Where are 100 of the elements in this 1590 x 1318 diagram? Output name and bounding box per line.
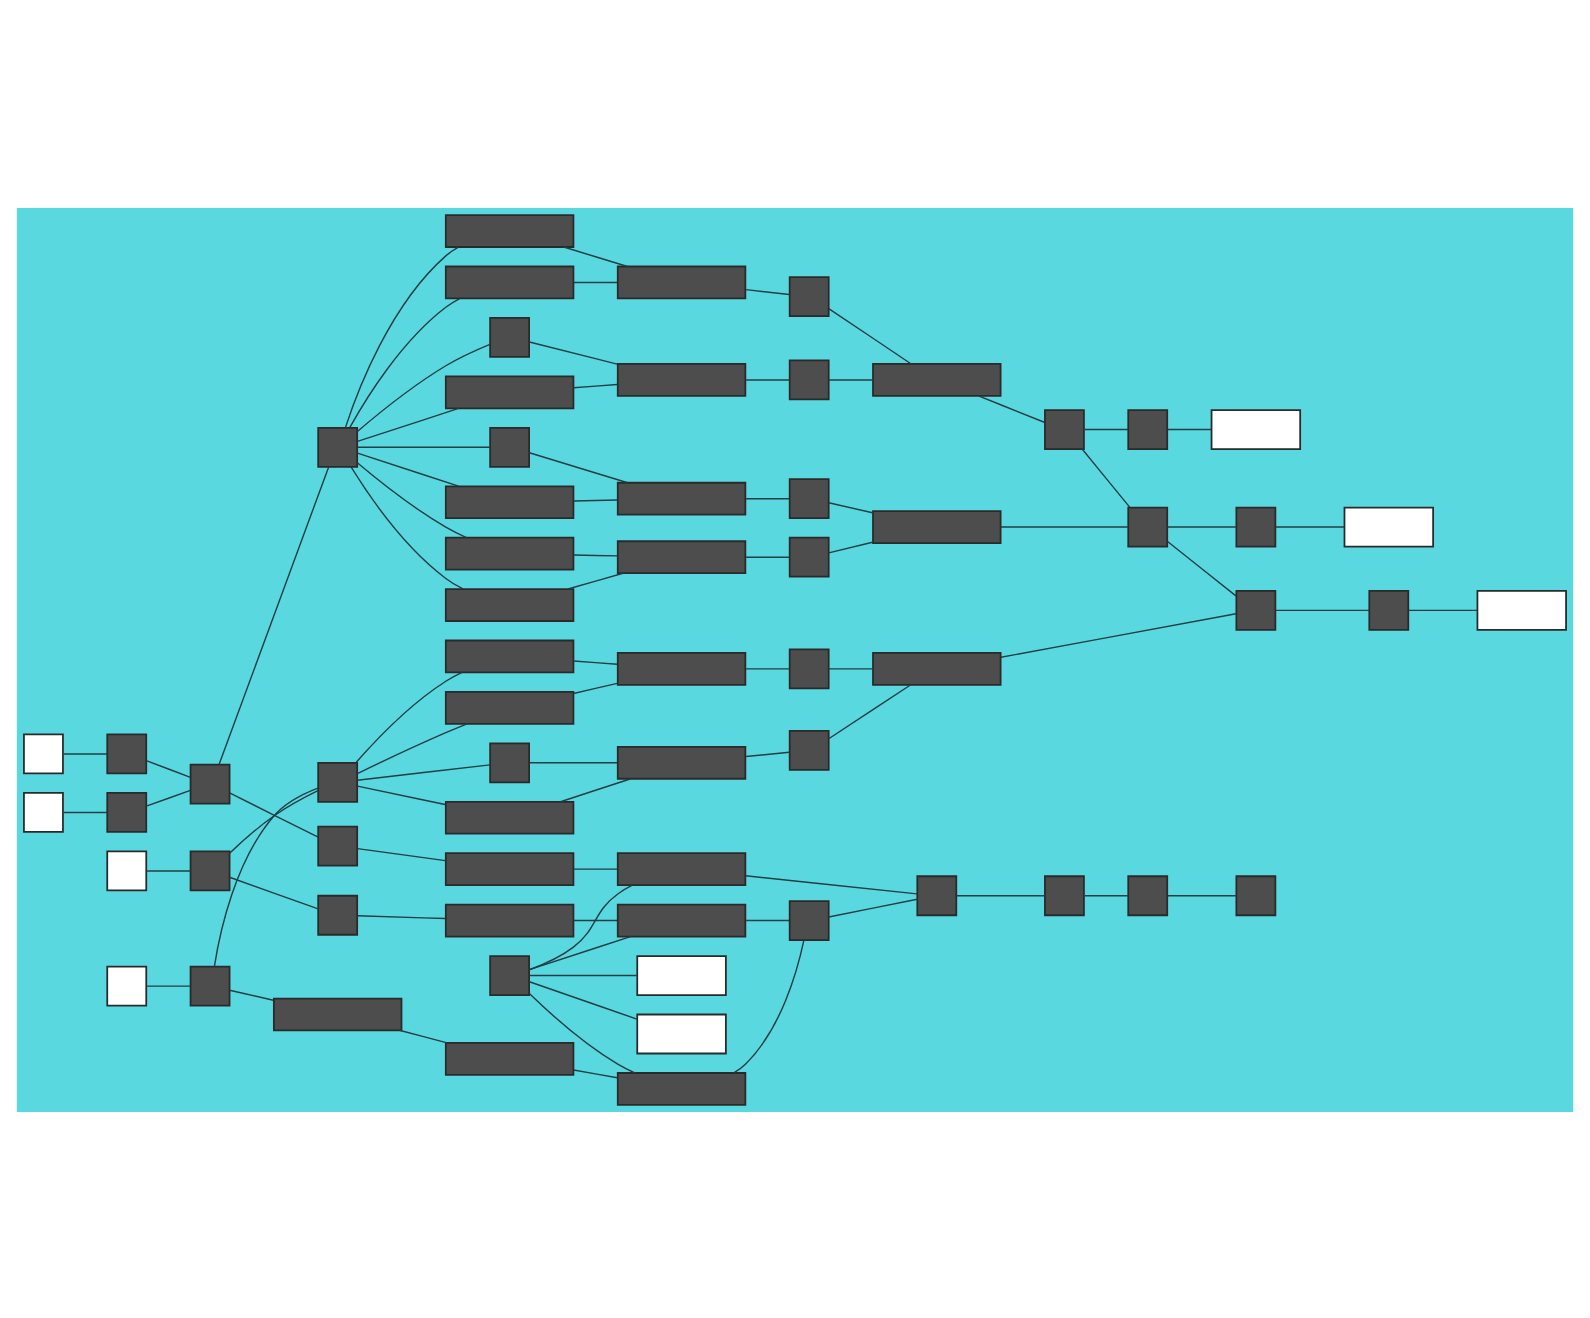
node-bar: [616, 744, 747, 779]
connector: [828, 306, 912, 364]
node-bar: [444, 638, 575, 673]
connector: [528, 934, 632, 970]
node-box: [1210, 408, 1302, 449]
connector: [356, 461, 468, 538]
connector: [1166, 539, 1237, 596]
connector: [1166, 525, 1237, 527]
connector: [733, 938, 805, 1073]
node-bar: [444, 374, 575, 409]
connector: [572, 1068, 618, 1078]
connector: [1407, 608, 1478, 611]
connector: [350, 465, 464, 589]
node-bar: [444, 690, 575, 724]
connector: [745, 378, 791, 380]
connector: [355, 670, 463, 762]
connector: [528, 980, 638, 1019]
node-box: [489, 954, 530, 995]
connector: [563, 245, 629, 267]
node-bar: [444, 587, 575, 621]
node-box: [636, 954, 727, 995]
connector: [745, 497, 791, 499]
node-bar: [444, 484, 575, 519]
connector: [828, 501, 874, 513]
node-box: [1127, 505, 1169, 547]
node-box: [317, 893, 359, 935]
node-box: [788, 275, 830, 316]
connector: [356, 914, 446, 919]
node-bar: [444, 213, 575, 247]
connector: [356, 846, 446, 861]
node-bar: [616, 851, 747, 885]
node-box: [489, 425, 530, 467]
connector: [1274, 525, 1345, 527]
node-box: [317, 760, 359, 802]
connector: [63, 810, 108, 813]
connector: [572, 867, 618, 869]
connector: [828, 540, 874, 553]
node-bar: [616, 264, 747, 299]
connector: [356, 763, 491, 780]
connector: [1274, 608, 1370, 611]
node-bar: [616, 902, 747, 937]
node-box: [106, 791, 148, 832]
connector: [349, 296, 461, 428]
node-box: [1127, 874, 1169, 916]
connector: [528, 883, 634, 970]
node-box: [916, 874, 958, 916]
connector: [1000, 525, 1129, 527]
connector: [1000, 612, 1237, 657]
connector: [229, 789, 319, 853]
node-box: [1044, 874, 1085, 916]
connector: [955, 894, 1046, 896]
connector: [1084, 427, 1129, 430]
connector: [146, 869, 192, 871]
node-bar: [444, 1041, 575, 1075]
connector: [744, 874, 918, 894]
connector: [572, 918, 618, 921]
connector: [745, 667, 791, 669]
connector: [528, 340, 618, 364]
node-box: [189, 964, 231, 1006]
node-box: [189, 762, 231, 804]
node-box: [23, 791, 64, 832]
connector: [1081, 447, 1131, 508]
connector: [228, 791, 319, 837]
connector: [146, 788, 192, 806]
node-box: [788, 729, 830, 770]
connector: [745, 750, 791, 757]
connector: [63, 752, 108, 754]
node-box: [106, 732, 148, 774]
connector: [572, 382, 618, 388]
node-bar: [616, 480, 747, 515]
connector: [745, 555, 791, 557]
connector: [828, 378, 874, 380]
node-box: [636, 1012, 727, 1054]
connector: [228, 875, 319, 909]
connector: [356, 445, 491, 447]
node-bar: [616, 362, 747, 396]
node-box: [1368, 589, 1410, 630]
connector: [344, 245, 459, 428]
connector: [745, 918, 791, 921]
connector: [356, 784, 446, 805]
node-box: [489, 741, 530, 783]
connector: [559, 777, 632, 802]
connector: [828, 667, 874, 669]
connector: [228, 988, 275, 1000]
connector: [977, 394, 1045, 422]
connector: [828, 683, 912, 739]
node-box: [788, 647, 830, 689]
node-box: [106, 849, 148, 891]
node-box: [1235, 589, 1277, 630]
connector: [356, 406, 460, 442]
node-bar: [444, 264, 575, 299]
connector: [218, 465, 330, 765]
connector: [399, 1028, 448, 1043]
node-bar: [872, 651, 1002, 685]
connector: [572, 659, 618, 664]
node-bar: [444, 851, 575, 885]
connector: [213, 786, 319, 967]
node-bar: [444, 799, 575, 834]
connector: [356, 342, 491, 432]
node-bar: [444, 535, 575, 570]
